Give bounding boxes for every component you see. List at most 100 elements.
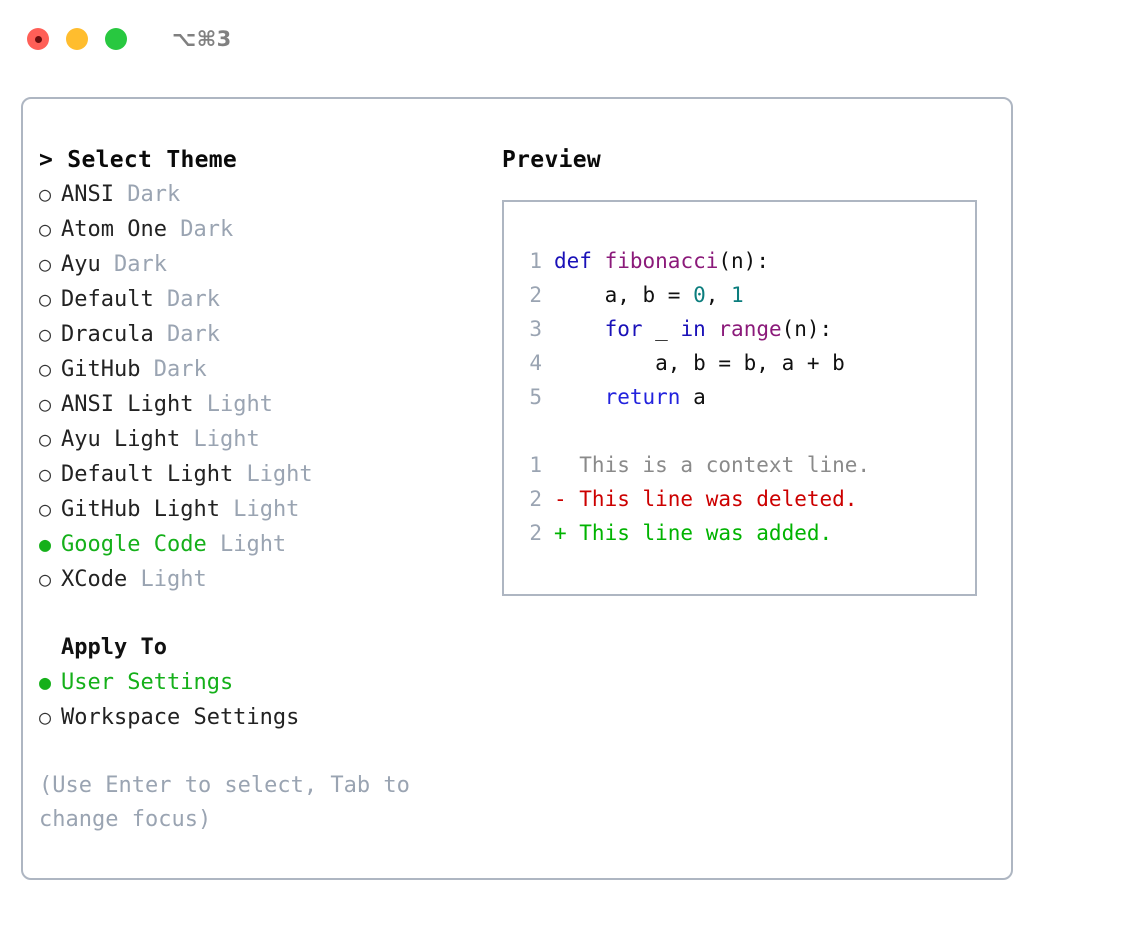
code-token: 1 <box>731 283 744 307</box>
theme-name-label: ANSI <box>61 182 114 207</box>
close-button[interactable] <box>27 28 49 50</box>
theme-option-dracula[interactable]: ○ Dracula Dark <box>39 317 479 352</box>
code-line: 3 for _ in range(n): <box>516 312 870 346</box>
theme-option-ayu-light[interactable]: ○Ayu Light Light <box>39 422 479 457</box>
theme-option-ansi-light[interactable]: ○ANSI Light Light <box>39 387 479 422</box>
code-token: (n): <box>718 249 769 273</box>
theme-option-default[interactable]: ○Default Dark <box>39 282 479 317</box>
theme-option-google-code[interactable]: ●Google Code Light <box>39 527 479 562</box>
theme-kind-label: Light <box>233 497 300 522</box>
code-token: for <box>604 317 643 341</box>
theme-kind-label: Dark <box>166 287 220 312</box>
code-token: 0 <box>693 283 706 307</box>
code-token: range <box>718 317 782 341</box>
theme-option-github-light[interactable]: ○ GitHub Light Light <box>39 492 479 527</box>
theme-option-xcode[interactable]: ○ XCode Light <box>39 562 479 597</box>
code-line: 4 a, b = b, a + b <box>516 346 870 380</box>
theme-option-default-light[interactable]: ○Default Light Light <box>39 457 479 492</box>
radio-unselected-icon: ○ <box>39 567 52 591</box>
theme-kind-label: Dark <box>127 182 181 207</box>
theme-name-label: GitHub Light <box>61 497 220 522</box>
line-number: 2 <box>529 487 542 511</box>
apply-to-option-workspace-settings[interactable]: ○Workspace Settings <box>39 700 479 735</box>
line-number: 4 <box>529 351 542 375</box>
code-token: a, b = b, a + b <box>554 351 845 375</box>
theme-option-ayu[interactable]: ○Ayu Dark <box>39 247 479 282</box>
theme-name-label: Ayu <box>61 252 101 277</box>
theme-kind-label: Light <box>140 567 207 592</box>
radio-selected-icon: ● <box>39 670 52 694</box>
spacer <box>154 283 167 317</box>
theme-name-label: XCode <box>61 567 128 592</box>
radio-unselected-icon: ○ <box>39 252 52 276</box>
spacer <box>220 493 233 527</box>
theme-kind-label: Dark <box>153 357 207 382</box>
radio-unselected-icon: ○ <box>39 462 52 486</box>
radio-unselected-icon: ○ <box>39 287 52 311</box>
diff-line: 1 This is a context line. <box>516 448 870 482</box>
line-number: 1 <box>529 249 542 273</box>
code-line: 1 def fibonacci(n): <box>516 244 870 278</box>
keyboard-shortcut-label: ⌥⌘3 <box>172 27 232 51</box>
main-panel: > Select Theme ○ANSI Dark○Atom One Dark○… <box>21 97 1013 880</box>
theme-name-label: ANSI Light <box>61 392 194 417</box>
theme-option-atom-one[interactable]: ○Atom One Dark <box>39 212 479 247</box>
line-number: 2 <box>529 521 542 545</box>
select-theme-prompt: > Select Theme <box>39 147 238 173</box>
radio-unselected-icon: ○ <box>39 322 52 346</box>
minimize-button[interactable] <box>66 28 88 50</box>
theme-option-ansi[interactable]: ○ANSI Dark <box>39 177 479 212</box>
theme-name-label: Atom One <box>61 217 167 242</box>
code-token: (n): <box>781 317 833 341</box>
theme-kind-label: Light <box>206 392 273 417</box>
theme-name-label: GitHub <box>61 357 141 382</box>
theme-kind-label: Dark <box>180 217 234 242</box>
diff-line: 2 - This line was deleted. <box>516 482 870 516</box>
theme-name-label: Dracula <box>61 322 154 347</box>
code-token: def <box>554 249 592 273</box>
keyboard-hint-text: (Use Enter to select, Tab to change focu… <box>39 773 410 832</box>
code-token: a, b = <box>554 283 694 307</box>
maximize-button[interactable] <box>105 28 127 50</box>
code-line: 2 a, b = 0, 1 <box>516 278 870 312</box>
code-token <box>554 385 605 409</box>
spacer <box>207 528 220 562</box>
code-token: - This line was deleted. <box>554 487 858 511</box>
code-token <box>706 317 719 341</box>
spacer <box>193 388 206 422</box>
code-line: 5 return a <box>516 380 870 414</box>
code-token: , <box>705 283 732 307</box>
apply-to-option-user-settings[interactable]: ● User Settings <box>39 665 479 700</box>
theme-kind-label: Dark <box>166 322 220 347</box>
code-token: return <box>604 385 681 409</box>
line-number: 1 <box>529 453 542 477</box>
spacer <box>233 458 246 492</box>
apply-to-label: User Settings <box>61 670 234 695</box>
code-token: + This line was added. <box>554 521 833 545</box>
spacer <box>180 423 193 457</box>
code-token <box>554 317 605 341</box>
radio-unselected-icon: ○ <box>39 357 52 381</box>
code-token: This is a context line. <box>554 453 871 477</box>
theme-name-label: Default Light <box>61 462 234 487</box>
theme-option-github[interactable]: ○ GitHub Dark <box>39 352 479 387</box>
line-number: 2 <box>529 283 542 307</box>
radio-unselected-icon: ○ <box>39 427 52 451</box>
code-token: a <box>680 385 706 409</box>
theme-kind-label: Light <box>193 427 260 452</box>
line-number: 5 <box>529 385 542 409</box>
spacer <box>114 178 127 212</box>
spacer <box>154 318 167 352</box>
radio-unselected-icon: ○ <box>39 705 52 729</box>
code-token: in <box>680 317 706 341</box>
code-token: _ <box>642 317 681 341</box>
spacer <box>140 353 153 387</box>
code-token: fibonacci <box>604 249 719 273</box>
line-number: 3 <box>529 317 542 341</box>
theme-list: ○ANSI Dark○Atom One Dark○Ayu Dark○Defaul… <box>39 177 479 597</box>
radio-unselected-icon: ○ <box>39 497 52 521</box>
